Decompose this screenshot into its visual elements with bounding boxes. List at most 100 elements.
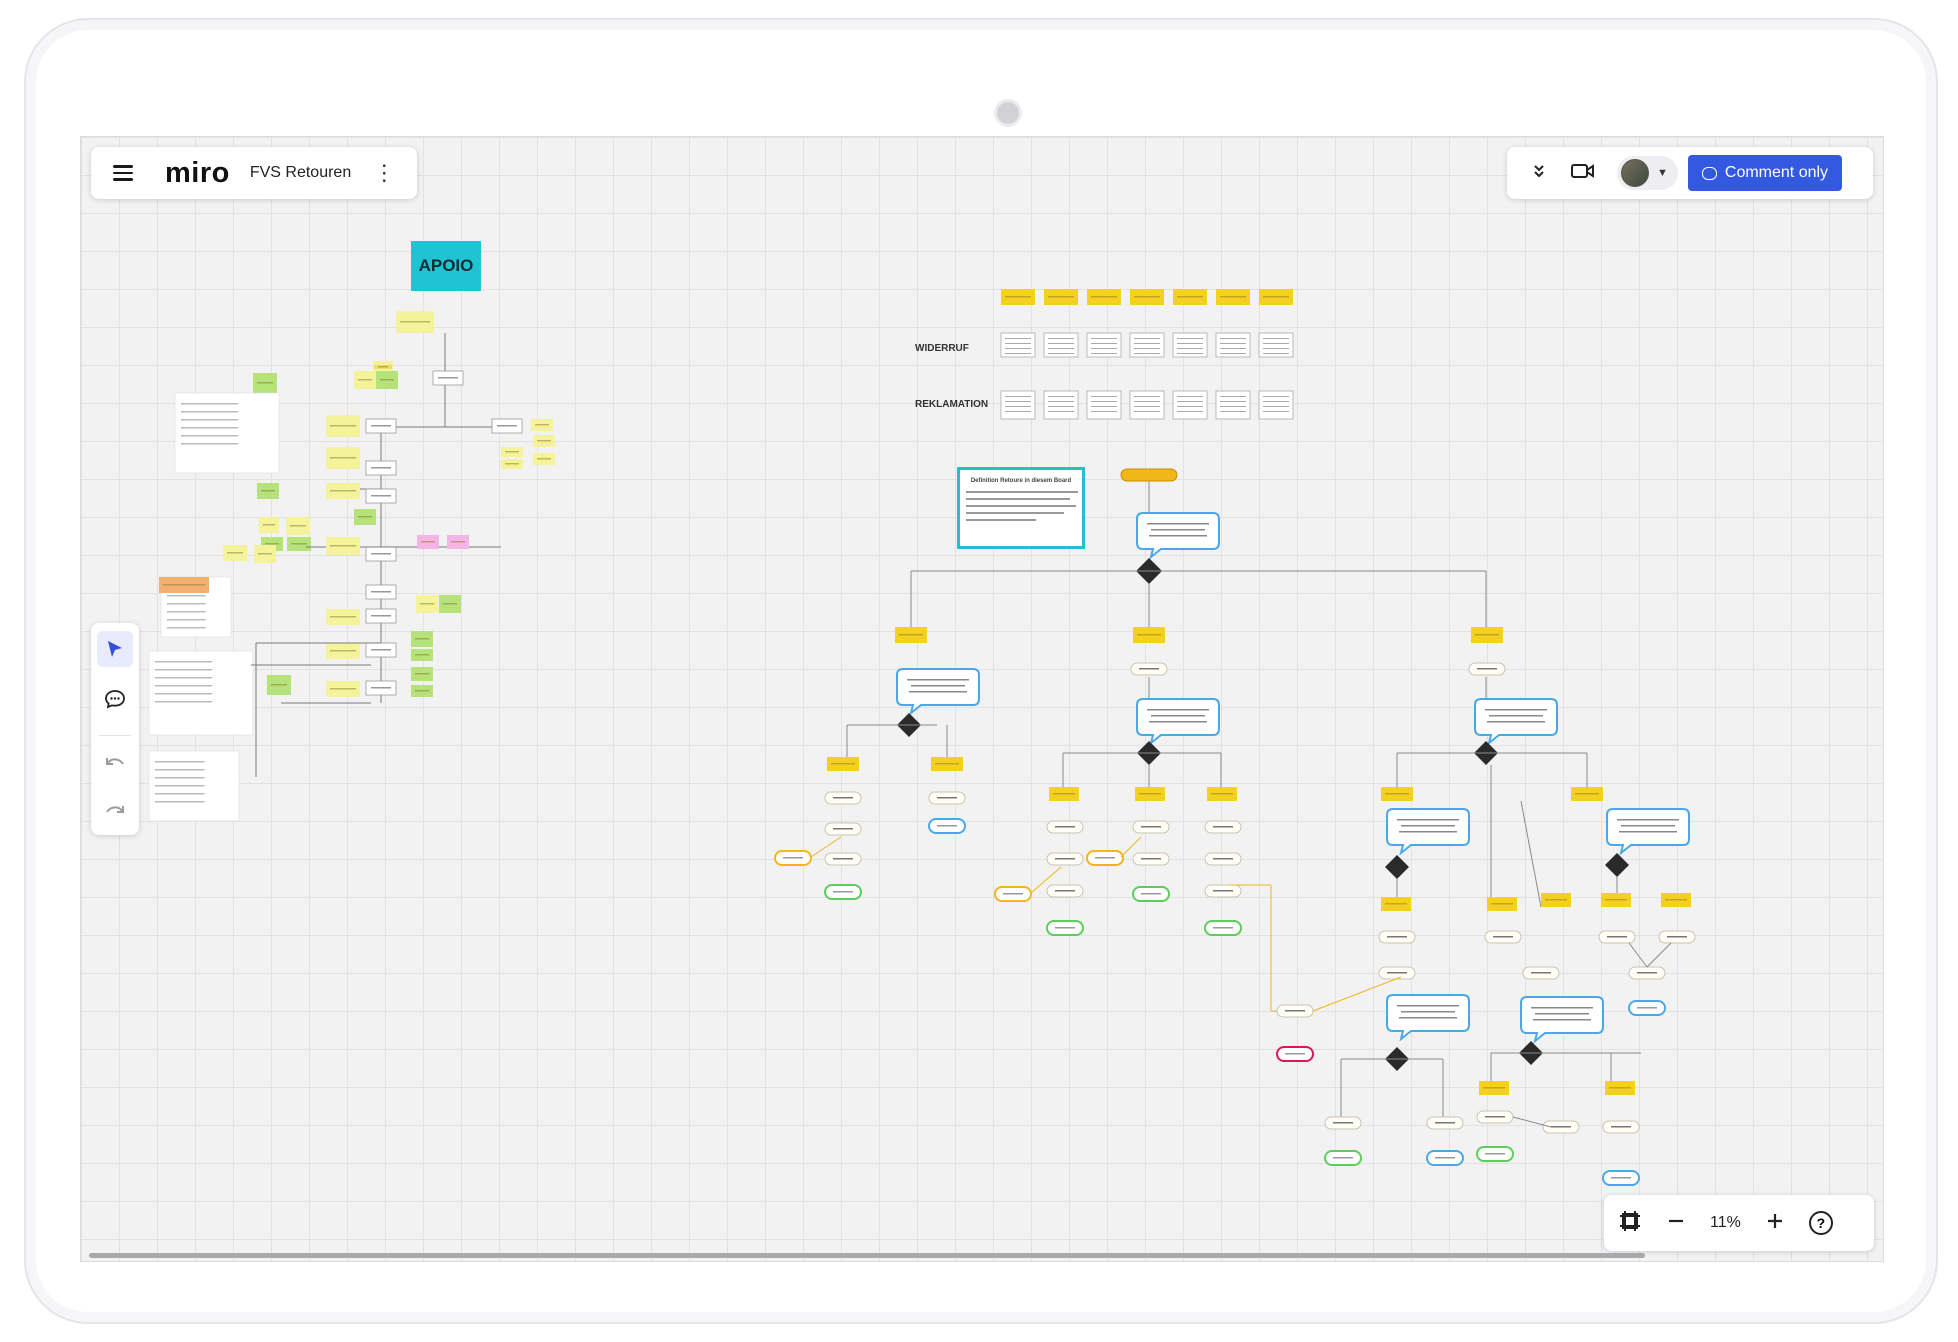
sticky-text (505, 463, 519, 465)
sticky-text (1575, 793, 1599, 795)
avatar (1621, 159, 1649, 187)
cell-text (1263, 348, 1289, 349)
sticky-text (415, 673, 429, 675)
sticky-text (1177, 296, 1203, 298)
bubble-text (1619, 831, 1677, 833)
help-icon[interactable]: ? (1808, 1211, 1833, 1235)
bubble-text (1617, 819, 1679, 821)
document-thumbnail (174, 392, 280, 474)
cell-text (1177, 406, 1203, 407)
bubble-text (1535, 1013, 1589, 1015)
pill-text (1055, 927, 1075, 929)
toolbar-divider (99, 735, 131, 736)
box-text (371, 649, 391, 651)
sticky-text (271, 684, 287, 686)
sticky-text (537, 458, 551, 460)
doc-text (155, 685, 213, 687)
cell-text (1177, 396, 1203, 397)
cell-text (1177, 348, 1203, 349)
sticky-text (899, 634, 923, 636)
plus-icon[interactable] (1765, 1211, 1785, 1236)
menu-icon[interactable] (113, 161, 133, 185)
step-text (1493, 936, 1513, 938)
connector-line (1120, 836, 1142, 858)
step-text (1531, 972, 1551, 974)
sticky-text (1053, 793, 1075, 795)
step-text (1213, 890, 1233, 892)
comment-icon[interactable] (97, 681, 133, 717)
table-cell (1172, 390, 1208, 420)
bubble-text (1401, 1011, 1455, 1013)
pill-text (1003, 893, 1023, 895)
horizontal-scrollbar[interactable] (89, 1253, 1645, 1258)
cell-text (1177, 401, 1203, 402)
video-icon[interactable] (1571, 162, 1595, 185)
cell-text (1134, 396, 1160, 397)
board-title[interactable]: FVS Retouren (249, 164, 352, 181)
minus-icon[interactable] (1666, 1211, 1686, 1236)
cell-text (1005, 348, 1031, 349)
cell-text (1005, 353, 1031, 354)
bubble-text (1151, 715, 1205, 717)
cell-text (1263, 338, 1289, 339)
sticky-text (415, 654, 429, 656)
cell-text (1091, 353, 1117, 354)
more-vertical-icon[interactable]: ⋮ (373, 160, 396, 185)
step-text (1607, 936, 1627, 938)
comment-only-button[interactable]: Comment only (1687, 155, 1843, 191)
sticky-text (227, 552, 243, 554)
doc-text (167, 595, 206, 597)
sticky-text (1137, 634, 1161, 636)
cell-text (1220, 401, 1246, 402)
decision-diamond (1385, 855, 1409, 879)
cell-text (1091, 396, 1117, 397)
sticky-text (330, 688, 356, 690)
cell-text (1134, 338, 1160, 339)
step-text (1213, 858, 1233, 860)
doc-text (181, 427, 239, 429)
pill-text (783, 857, 803, 859)
sticky-text (258, 553, 272, 555)
cell-text (1134, 401, 1160, 402)
cell-text (1220, 348, 1246, 349)
cursor-arrow-icon[interactable] (97, 631, 133, 667)
doc-text (155, 669, 213, 671)
cell-text (1220, 353, 1246, 354)
cell-text (1263, 401, 1289, 402)
frame-icon[interactable] (1618, 1209, 1642, 1238)
step-text (1333, 1122, 1353, 1124)
sticky-text (1139, 793, 1161, 795)
sticky-text (263, 524, 275, 526)
zoom-level[interactable]: 11% (1710, 1214, 1741, 1231)
sticky-text (330, 425, 356, 427)
sticky-text (330, 545, 356, 547)
box-text (371, 591, 391, 593)
collaboration-toolbar: ▼ Comment only (1507, 147, 1873, 199)
doc-text (181, 435, 239, 437)
sticky-text (1220, 296, 1246, 298)
cell-text (1048, 353, 1074, 354)
sticky-text (400, 321, 430, 323)
sticky-text (451, 541, 465, 543)
step-text (1667, 936, 1687, 938)
cell-text (1220, 338, 1246, 339)
step-text (1141, 826, 1161, 828)
user-avatar-dropdown[interactable]: ▼ (1617, 156, 1678, 190)
bubble-text (1621, 825, 1675, 827)
undo-icon[interactable] (97, 745, 133, 781)
zoom-controls: 11% ? (1604, 1195, 1874, 1251)
cell-text (1005, 411, 1031, 412)
sticky-text (421, 541, 435, 543)
redo-icon[interactable] (97, 793, 133, 829)
table-cell (1043, 390, 1079, 420)
board-canvas[interactable]: APOIO WIDERRUF REKLAMATION Definition Re… (80, 136, 1884, 1262)
sticky-text (415, 638, 429, 640)
definition-card: Definition Retoure in diesem Board (957, 467, 1085, 549)
cell-text (1177, 343, 1203, 344)
cell-text (1091, 348, 1117, 349)
chevrons-down-icon[interactable] (1531, 163, 1547, 184)
pill-text (937, 825, 957, 827)
sticky-text (1483, 1087, 1505, 1089)
cell-text (1048, 338, 1074, 339)
sticky-text (358, 379, 372, 381)
